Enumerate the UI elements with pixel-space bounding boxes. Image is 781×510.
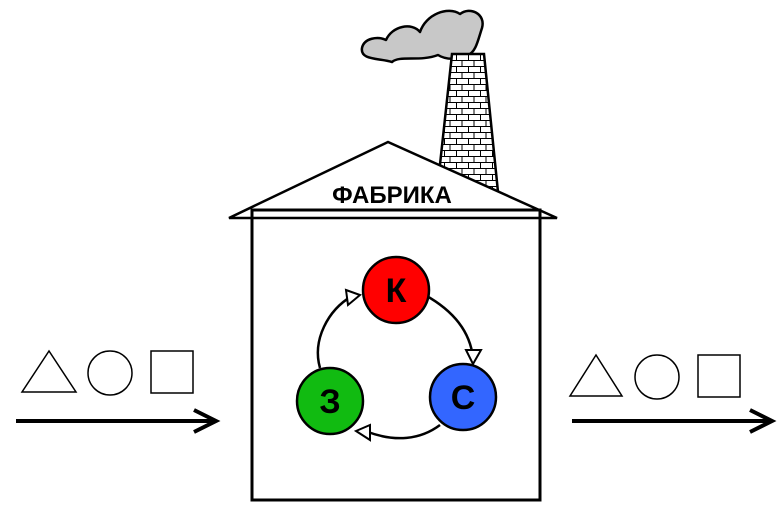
- cycle-node-s: С: [428, 362, 498, 432]
- node-z-label: З: [319, 383, 340, 421]
- input-arrow-head: [193, 408, 221, 434]
- node-s-circle: [428, 362, 498, 432]
- arrowhead-s-to-z: [353, 423, 371, 442]
- node-k-circle: [361, 255, 431, 325]
- cycle-node-z: З: [295, 366, 365, 436]
- cycle-arrow-s-to-z: [367, 423, 441, 440]
- arrowhead-z-to-k: [344, 288, 362, 307]
- cycle-node-k: К: [361, 255, 431, 325]
- cycle-arrow-k-to-s: [424, 293, 475, 359]
- cycle-arrow-z-to-k: [316, 294, 353, 369]
- node-s-label: С: [451, 379, 476, 417]
- output-square-icon: [697, 354, 741, 398]
- output-circle-icon: [634, 354, 680, 400]
- node-k-label: К: [386, 272, 407, 310]
- input-triangle-icon: [20, 349, 78, 393]
- input-square-icon: [150, 350, 194, 394]
- output-arrow-head: [749, 408, 777, 434]
- input-circle-icon: [87, 350, 133, 396]
- node-z-circle: [295, 366, 365, 436]
- factory-title: ФАБРИКА: [332, 182, 452, 209]
- factory-building: [250, 208, 542, 502]
- factory-roof: [228, 140, 558, 220]
- output-triangle-icon: [568, 353, 624, 397]
- smoke-cloud: [360, 9, 484, 64]
- arrowhead-k-to-s: [464, 349, 483, 367]
